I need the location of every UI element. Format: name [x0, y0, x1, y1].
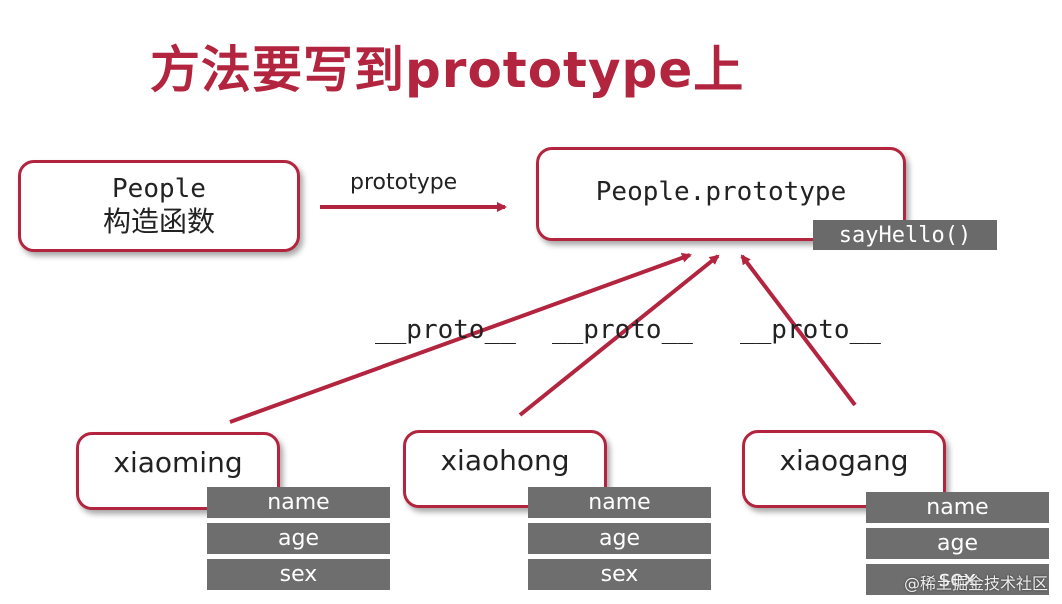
xiaogang-prop-age: age	[866, 528, 1049, 559]
constructor-node: People 构造函数	[18, 160, 300, 252]
proto-label-xiaogang: __proto__	[740, 315, 881, 345]
xiaohong-label: xiaohong	[440, 443, 570, 477]
xiaoming-prop-sex: sex	[207, 559, 390, 590]
proto-label-xiaohong: __proto__	[552, 315, 693, 345]
watermark: @稀土掘金技术社区	[903, 574, 1048, 593]
constructor-name: People	[112, 174, 206, 204]
prototype-label: People.prototype	[595, 177, 847, 207]
method-sayhello: sayHello()	[813, 220, 997, 250]
proto-arrow-xiaohong	[518, 254, 720, 417]
xiaoming-node: xiaoming	[76, 432, 280, 510]
xiaoming-prop-name: name	[207, 487, 390, 518]
slide-title: 方法要写到prototype上	[150, 41, 745, 99]
xiaogang-prop-sex: sex	[866, 564, 1049, 595]
xiaogang-prop-name: name	[866, 492, 1049, 523]
xiaogang-node: xiaogang	[742, 430, 946, 508]
constructor-caption: 构造函数	[102, 205, 215, 238]
xiaogang-label: xiaogang	[779, 443, 909, 477]
xiaohong-prop-age: age	[528, 523, 711, 554]
proto-arrow-xiaoming	[229, 253, 692, 424]
xiaohong-prop-name: name	[528, 487, 711, 518]
proto-arrow-xiaogang	[740, 254, 857, 407]
xiaoming-prop-age: age	[207, 523, 390, 554]
prototype-edge-label: prototype	[350, 170, 458, 195]
proto-label-xiaoming: __proto__	[375, 315, 516, 345]
xiaohong-prop-sex: sex	[528, 559, 711, 590]
xiaoming-label: xiaoming	[113, 445, 243, 479]
